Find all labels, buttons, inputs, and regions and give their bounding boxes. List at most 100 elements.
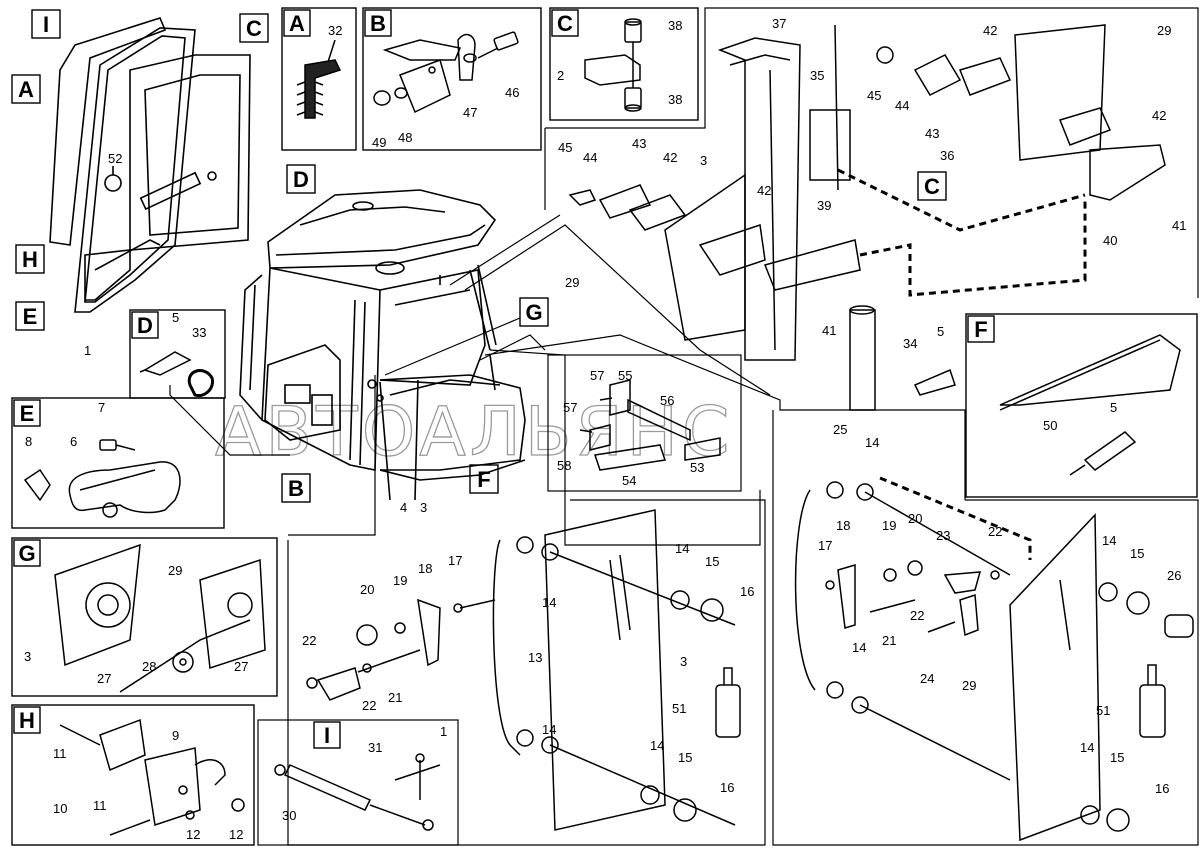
main-tag-c: C <box>246 16 262 41</box>
callout-3-r: 3 <box>700 153 707 168</box>
callout-14-m-b: 14 <box>542 595 556 610</box>
callout-14-m-d: 14 <box>650 738 664 753</box>
callout-9: 9 <box>172 728 179 743</box>
panel-label-c: C <box>557 11 573 36</box>
dashed-links <box>837 168 1087 560</box>
callout-56: 56 <box>660 393 674 408</box>
panel-letters: A B C D E G H I F <box>18 11 987 748</box>
callout-32: 32 <box>328 23 342 38</box>
panel-g-roller <box>54 543 266 693</box>
leader-lines <box>169 7 1199 846</box>
callout-14-m-c: 14 <box>542 722 556 737</box>
callout-29-g: 29 <box>168 563 182 578</box>
main-tag-f: F <box>477 467 490 492</box>
main-tag-boxes <box>11 9 947 503</box>
right-glass-assembly <box>794 481 1194 842</box>
callout-5-r: 5 <box>937 324 944 339</box>
callout-12-left: 12 <box>186 827 200 842</box>
panel-label-b: B <box>370 11 386 36</box>
callout-2: 2 <box>557 68 564 83</box>
main-tag-g: G <box>525 300 542 325</box>
panel-label-f: F <box>974 317 987 342</box>
main-tag-b: B <box>288 476 304 501</box>
callout-49: 49 <box>372 135 386 150</box>
panel-i-strut <box>274 753 441 831</box>
callout-42-a: 42 <box>983 23 997 38</box>
callout-41-b: 41 <box>822 323 836 338</box>
main-tag-h: H <box>22 247 38 272</box>
callout-42-c: 42 <box>663 150 677 165</box>
callout-13: 13 <box>528 650 542 665</box>
watermark: АВТОАЛЬЯНС <box>215 393 733 472</box>
callout-22-m-b: 22 <box>362 698 376 713</box>
callout-15-m-a: 15 <box>705 554 719 569</box>
callout-43-b: 43 <box>632 136 646 151</box>
panel-label-e: E <box>20 401 35 426</box>
callout-10: 10 <box>53 801 67 816</box>
main-tag-i: I <box>43 12 49 37</box>
door-assembly <box>49 17 251 313</box>
callout-29-s: 29 <box>962 678 976 693</box>
callout-15-m-b: 15 <box>678 750 692 765</box>
callout-5-d: 5 <box>172 310 179 325</box>
panel-f-items <box>999 334 1181 476</box>
callout-43-a: 43 <box>925 126 939 141</box>
callout-29: 29 <box>565 275 579 290</box>
callout-15-s-a: 15 <box>1130 546 1144 561</box>
callout-21-m: 21 <box>388 690 402 705</box>
callout-14-s-b: 14 <box>1102 533 1116 548</box>
panel-label-a: A <box>289 11 305 36</box>
callout-47: 47 <box>463 105 477 120</box>
callout-34: 34 <box>903 336 917 351</box>
panel-c-hinge <box>584 18 642 112</box>
callout-42-d: 42 <box>757 183 771 198</box>
callout-3-g: 3 <box>24 649 31 664</box>
callout-21-s: 21 <box>882 633 896 648</box>
callout-16-s: 16 <box>1155 781 1169 796</box>
callout-23: 23 <box>936 528 950 543</box>
callout-28: 28 <box>142 659 156 674</box>
callout-50: 50 <box>1043 418 1057 433</box>
callout-16-m-a: 16 <box>740 584 754 599</box>
main-tag-d: D <box>293 167 309 192</box>
detail-panel-frames <box>11 7 1198 846</box>
callout-35: 35 <box>810 68 824 83</box>
callout-7: 7 <box>98 400 105 415</box>
callout-52: 52 <box>108 151 122 166</box>
callout-4: 4 <box>400 500 407 515</box>
callout-8: 8 <box>25 434 32 449</box>
callout-40: 40 <box>1103 233 1117 248</box>
callout-31: 31 <box>368 740 382 755</box>
callout-26: 26 <box>1167 568 1181 583</box>
callout-58: 58 <box>557 458 571 473</box>
panel-label-h: H <box>19 708 35 733</box>
callout-51-m: 51 <box>672 701 686 716</box>
callout-27-left: 27 <box>97 671 111 686</box>
callout-29-r: 29 <box>1157 23 1171 38</box>
callout-41-a: 41 <box>1172 218 1186 233</box>
pillar-hinge-assembly <box>568 24 1166 411</box>
callout-14-m-a: 14 <box>675 541 689 556</box>
callout-46: 46 <box>505 85 519 100</box>
panel-letter-boxes <box>13 9 995 749</box>
callout-5-f: 5 <box>1110 400 1117 415</box>
callout-18-s: 18 <box>836 518 850 533</box>
callout-19-s: 19 <box>882 518 896 533</box>
callout-6: 6 <box>70 434 77 449</box>
main-tag-a: A <box>18 77 34 102</box>
callout-3-m: 3 <box>680 654 687 669</box>
callout-51-s: 51 <box>1096 703 1110 718</box>
callout-38-bottom: 38 <box>668 92 682 107</box>
callout-15-s-b: 15 <box>1110 750 1124 765</box>
callout-20-m: 20 <box>360 582 374 597</box>
panel-label-g: G <box>18 541 35 566</box>
callout-18-m: 18 <box>418 561 432 576</box>
callout-14-s-c: 14 <box>852 640 866 655</box>
panel-label-d: D <box>137 313 153 338</box>
callout-22-s-a: 22 <box>988 524 1002 539</box>
cab-illustration <box>239 189 526 501</box>
callout-27-right: 27 <box>234 659 248 674</box>
callout-44-b: 44 <box>583 150 597 165</box>
box-55-fittings <box>579 379 721 471</box>
